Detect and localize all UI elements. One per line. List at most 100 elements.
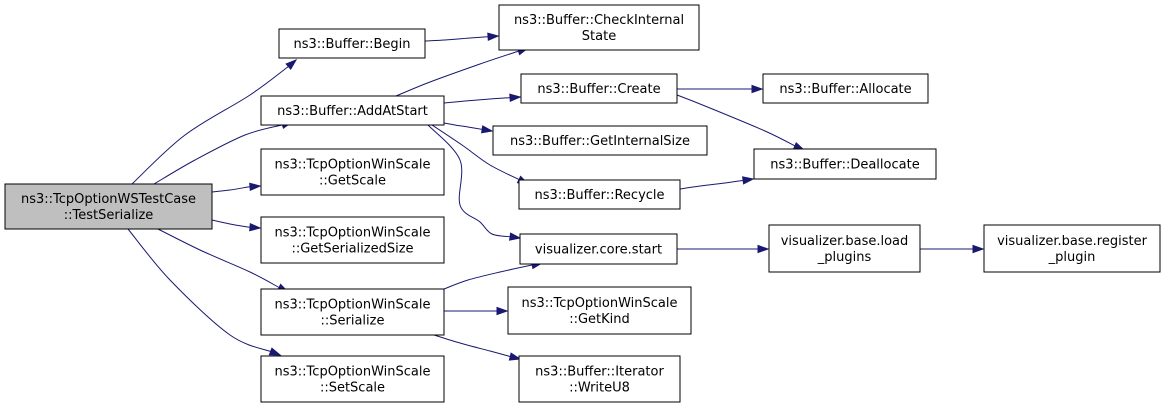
edge-begin-to-checkinternal [424, 32, 500, 42]
node-getinternalsize[interactable]: ns3::Buffer::GetInternalSize [492, 125, 708, 156]
node-label: ns3::TcpOptionWSTestCase [21, 192, 196, 207]
edge-root-to-getserializedsize [211, 219, 262, 232]
node-box [260, 148, 445, 196]
edge-addatstart-to-create [443, 93, 522, 104]
node-box [519, 233, 678, 265]
edge-serialize-to-getkind [444, 306, 509, 316]
node-box [260, 288, 445, 336]
node-root[interactable]: ns3::TcpOptionWSTestCase::TestSerialize [4, 183, 213, 230]
node-vizloadplugins[interactable]: visualizer.base.load_plugins [768, 224, 921, 273]
edge-line [127, 228, 276, 354]
node-begin[interactable]: ns3::Buffer::Begin [278, 28, 426, 59]
node-getserializedsize[interactable]: ns3::TcpOptionWinScale::GetSerializedSiz… [260, 216, 445, 264]
node-recycle[interactable]: ns3::Buffer::Recycle [518, 179, 681, 210]
arrow-head-icon [509, 93, 522, 102]
node-label: ::TestSerialize [64, 208, 154, 223]
node-label: ns3::TcpOptionWinScale [275, 298, 431, 313]
arrow-head-icon [509, 232, 522, 241]
edge-line [211, 186, 253, 193]
node-label: ns3::Buffer::AddAtStart [277, 104, 428, 119]
node-label: visualizer.base.register [997, 234, 1148, 249]
arrow-head-icon [496, 306, 509, 316]
node-getkind[interactable]: ns3::TcpOptionWinScale::GetKind [507, 286, 692, 335]
node-box [762, 73, 929, 104]
node-label: ns3::TcpOptionWinScale [275, 158, 431, 173]
edge-vizcorestart-to-vizloadplugins [677, 244, 770, 254]
node-label: ns3::Buffer::CheckInternal [514, 13, 684, 28]
edge-line [424, 36, 491, 42]
node-vizcorestart[interactable]: visualizer.core.start [519, 233, 678, 265]
edge-line [211, 219, 253, 228]
node-box [768, 224, 921, 273]
edge-line [679, 179, 746, 190]
edge-serialize-to-vizcorestart [443, 260, 544, 290]
node-label: ::WriteU8 [569, 381, 630, 396]
edge-root-to-setscale [127, 228, 282, 356]
node-label: ns3::Buffer::Create [537, 82, 660, 97]
node-box [518, 179, 681, 210]
node-box [260, 355, 445, 403]
arrow-head-icon [249, 182, 262, 192]
node-label: ::Serialize [321, 314, 385, 329]
node-label: ns3::TcpOptionWinScale [275, 226, 431, 241]
node-box [260, 95, 445, 126]
edge-line [427, 124, 513, 238]
node-writeu8[interactable]: ns3::Buffer::Iterator::WriteU8 [518, 355, 681, 403]
node-box [983, 224, 1161, 273]
node-label: ::GetKind [569, 312, 630, 327]
node-label: ns3::TcpOptionWinScale [275, 365, 431, 380]
call-graph-nodes: ns3::TcpOptionWSTestCase::TestSerializen… [4, 4, 1161, 403]
node-box [4, 183, 213, 230]
arrow-head-icon [249, 222, 262, 232]
arrow-head-icon [742, 176, 755, 185]
node-vizregisterplugin[interactable]: visualizer.base.register_plugin [983, 224, 1161, 273]
edge-line [443, 122, 485, 131]
node-getscale[interactable]: ns3::TcpOptionWinScale::GetScale [260, 148, 445, 196]
arrow-head-icon [508, 352, 522, 361]
edge-vizloadplugins-to-vizregisterplugin [920, 244, 985, 254]
node-allocate[interactable]: ns3::Buffer::Allocate [762, 73, 929, 104]
node-label: ns3::Buffer::Iterator [535, 365, 664, 380]
node-label: visualizer.base.load [781, 234, 909, 249]
edge-addatstart-to-vizcorestart [427, 124, 522, 241]
node-label: ns3::Buffer::Recycle [534, 188, 664, 203]
arrow-head-icon [480, 125, 494, 134]
node-box [498, 4, 700, 51]
node-create[interactable]: ns3::Buffer::Create [520, 73, 678, 104]
arrow-head-icon [268, 347, 282, 356]
edge-root-to-getscale [211, 182, 262, 193]
node-box [753, 148, 937, 180]
node-label: ns3::Buffer::Allocate [779, 82, 911, 97]
edge-line [443, 263, 536, 290]
node-box [278, 28, 426, 59]
node-label: ::GetScale [319, 174, 386, 189]
node-label: ns3::TcpOptionWinScale [522, 296, 678, 311]
edge-line [443, 97, 513, 104]
edge-create-to-allocate [677, 84, 764, 94]
node-label: _plugins [817, 250, 872, 265]
edge-recycle-to-deallocate [679, 176, 755, 190]
node-setscale[interactable]: ns3::TcpOptionWinScale::SetScale [260, 355, 445, 403]
node-serialize[interactable]: ns3::TcpOptionWinScale::Serialize [260, 288, 445, 336]
edge-serialize-to-writeu8 [433, 334, 522, 361]
arrow-head-icon [757, 244, 770, 254]
node-label: State [582, 29, 616, 44]
node-addatstart[interactable]: ns3::Buffer::AddAtStart [260, 95, 445, 126]
arrow-head-icon [751, 84, 764, 94]
node-deallocate[interactable]: ns3::Buffer::Deallocate [753, 148, 937, 180]
edge-root-to-begin [131, 59, 298, 185]
node-label: ns3::Buffer::GetInternalSize [510, 134, 690, 149]
node-label: ::GetSerializedSize [291, 242, 413, 257]
node-label: ns3::Buffer::Begin [293, 37, 410, 52]
edge-line [433, 334, 515, 358]
node-box [520, 73, 678, 104]
arrow-head-icon [487, 32, 500, 41]
node-box [507, 286, 692, 335]
node-label: ::SetScale [320, 381, 385, 396]
node-box [492, 125, 708, 156]
edge-addatstart-to-getinternalsize [443, 122, 494, 134]
node-label: ns3::Buffer::Deallocate [770, 158, 919, 173]
arrow-head-icon [972, 244, 985, 254]
